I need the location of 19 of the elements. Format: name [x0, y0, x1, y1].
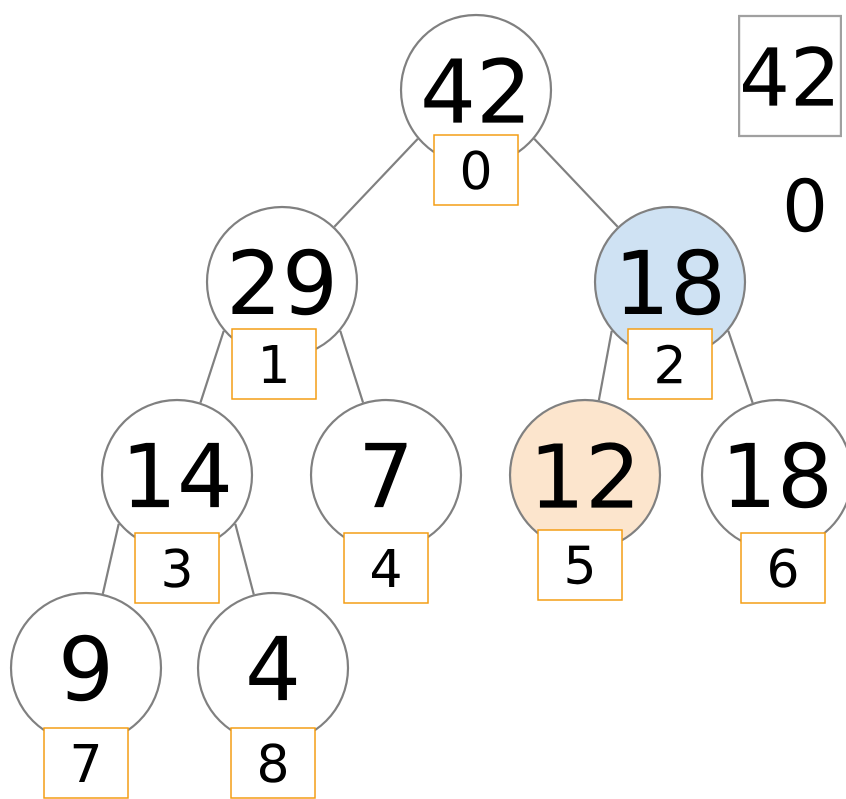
index-box: 3: [134, 532, 220, 604]
tree-edge: [598, 330, 613, 400]
tree-edge: [102, 524, 120, 594]
index-box: 4: [343, 532, 429, 604]
index-label: 0: [786, 178, 824, 232]
tree-edge: [334, 138, 419, 228]
index-box: 7: [43, 727, 129, 799]
tree-edge: [199, 330, 225, 403]
index-box: 6: [740, 532, 826, 604]
index-box: 5: [537, 529, 623, 601]
value-box: 42: [738, 14, 842, 138]
index-box: 1: [231, 328, 317, 400]
tree-edge: [339, 330, 364, 403]
tree-edge: [234, 524, 255, 595]
tree-edge: [534, 138, 618, 228]
index-box: 8: [230, 727, 316, 799]
index-box: 2: [627, 328, 713, 400]
tree-edge: [727, 330, 754, 404]
index-box: 0: [433, 134, 519, 206]
